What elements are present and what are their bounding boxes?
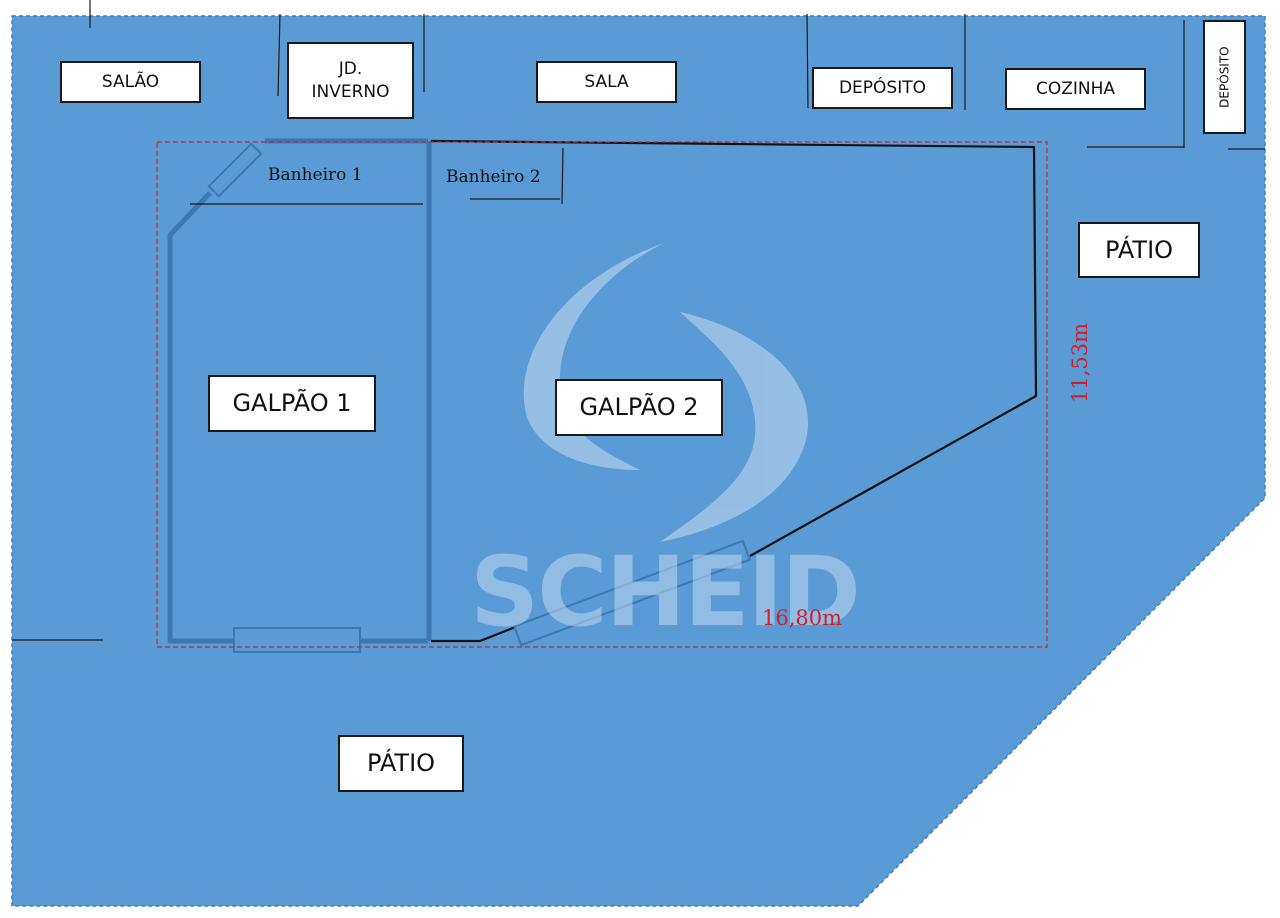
dimension-depth-text: 11,53m (1068, 322, 1093, 404)
banheiro-2-label: Banheiro 2 (446, 167, 541, 187)
room-label-patio-right: PÁTIO (1078, 222, 1200, 278)
room-label-salao: SALÃO (60, 61, 201, 103)
room-label-deposito-1: DEPÓSITO (812, 67, 953, 109)
galpao-1-walls (167, 138, 432, 644)
room-label-patio-bottom: PÁTIO (338, 735, 464, 792)
room-label-galpao-1: GALPÃO 1 (208, 375, 376, 432)
room-dividers (12, 0, 1265, 641)
room-label-jd-inverno: JD. INVERNO (287, 42, 414, 119)
window-diagonal (207, 142, 263, 198)
lot-area (11, 15, 1266, 907)
room-label-galpao-2: GALPÃO 2 (555, 379, 723, 436)
scheid-watermark-text: SCHEID (470, 536, 861, 648)
dimension-width: 16,80m (762, 606, 843, 630)
deposito-2-text: DEPÓSITO (1217, 46, 1232, 108)
room-label-deposito-2: DEPÓSITO (1203, 20, 1246, 134)
galpao-2-bottom-wall (431, 624, 519, 643)
dimension-box (156, 141, 1048, 648)
room-label-sala: SALA (536, 61, 677, 103)
room-label-cozinha: COZINHA (1005, 68, 1146, 110)
banheiro-1-label: Banheiro 1 (268, 165, 363, 185)
window-bottom (233, 627, 361, 653)
dimension-depth: 11,53m (1040, 323, 1120, 403)
window-galpao-2 (512, 539, 752, 647)
galpao-2-walls (430, 139, 1038, 557)
